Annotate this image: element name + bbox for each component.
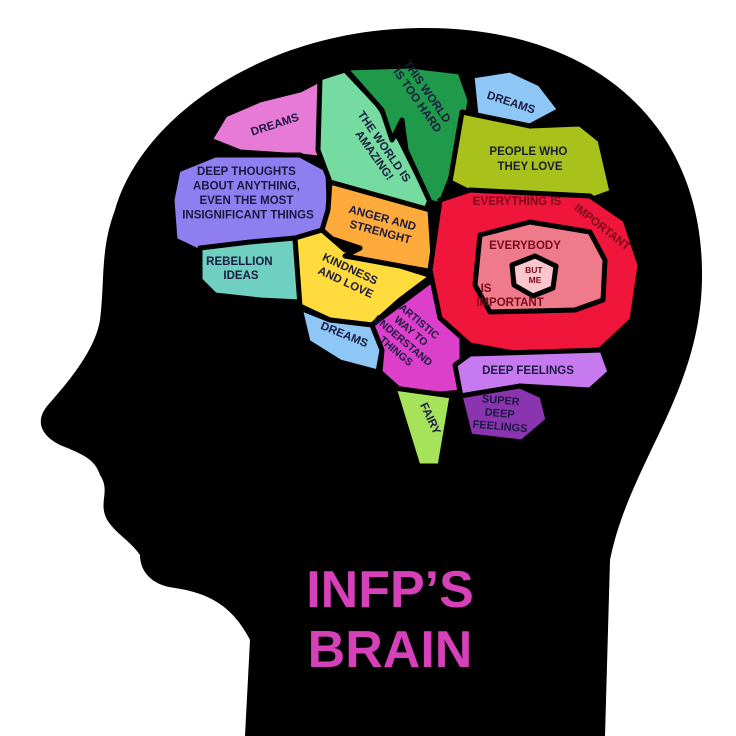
region-people-love <box>447 109 615 203</box>
label-rebellion: REBELLION IDEAS <box>206 256 276 282</box>
region-but-me <box>509 253 559 299</box>
region-world-too-hard <box>342 63 473 208</box>
label-everything-is: EVERYTHING IS <box>473 196 562 208</box>
label-super-deep-feelings: SUPER DEEP FEELINGS <box>472 393 530 436</box>
region-rebellion <box>197 235 303 305</box>
label-deep-feelings: DEEP FEELINGS <box>482 365 574 377</box>
label-important: IMPORTANT <box>476 297 544 309</box>
label-is: IS <box>481 283 492 295</box>
title-line-1: INFP’S <box>306 561 474 619</box>
label-people-love: PEOPLE WHO THEY LOVE <box>489 146 570 173</box>
region-fairy <box>391 385 455 469</box>
title-line-2: BRAIN <box>308 621 473 679</box>
label-deep-thoughts: DEEP THOUGHTS ABOUT ANYTHING, EVEN THE M… <box>182 166 314 222</box>
label-but-me: BUT ME <box>525 265 545 285</box>
label-everybody: EVERYBODY <box>489 240 561 252</box>
region-super-deep-feelings <box>457 383 551 445</box>
label-artistic: ARTISTIC WAY TO UNDERSTAND THINGS <box>363 294 453 381</box>
